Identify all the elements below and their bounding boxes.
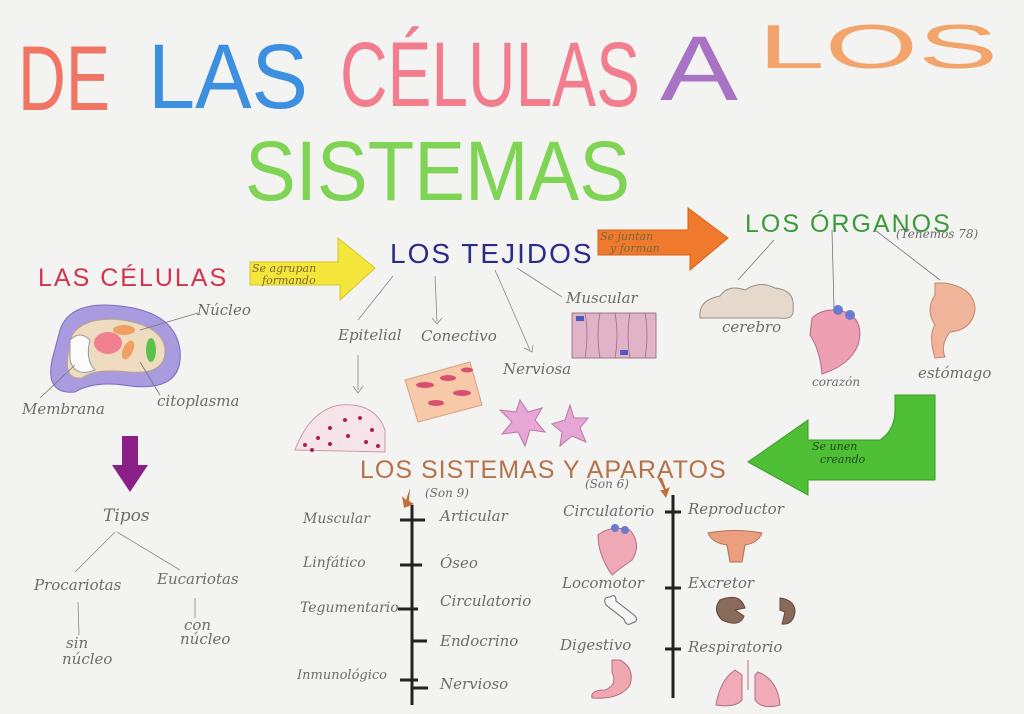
- title-word-sistemas: SISTEMAS: [245, 124, 630, 218]
- tissues-to-organs-text-2: y forman: [610, 242, 660, 255]
- tissues-heading: LOS TEJIDOS: [390, 238, 594, 269]
- system-bone: Óseo: [440, 554, 478, 572]
- cell-types-lines: [74, 531, 196, 636]
- stomach-drawing: [929, 282, 976, 359]
- apparatus-timeline: [665, 495, 681, 698]
- tissue-nervous: Nerviosa: [503, 360, 572, 378]
- green-arrow-icon: [747, 394, 936, 496]
- title-word-celulas: CÉLULAS: [340, 24, 640, 126]
- organ-lines: [737, 229, 941, 309]
- prokaryotes-detail-2: núcleo: [62, 650, 113, 668]
- prokaryotes-detail-1: sin: [66, 634, 89, 652]
- cells-to-tissues-text-1: Se agrupan: [252, 262, 317, 275]
- eukaryotes-detail-2: núcleo: [180, 630, 231, 648]
- apparatus-respiratory: Respiratorio: [688, 638, 783, 656]
- muscle-tissue-drawing: [571, 312, 657, 359]
- eukaryotes-label: Eucariotas: [157, 570, 239, 588]
- apparatus-excretory: Excretor: [688, 574, 755, 592]
- apparatus-circulatory: Circulatorio: [563, 502, 655, 520]
- tissue-muscular: Muscular: [566, 289, 638, 307]
- organ-stomach: estómago: [918, 364, 992, 382]
- system-endocrine: Endocrino: [440, 632, 519, 650]
- organs-to-systems-text-1: Se unen: [812, 440, 858, 453]
- title-word-de: DE: [18, 28, 110, 130]
- organs-note: (Tenemos 78): [896, 227, 979, 241]
- brown-arrows: [402, 478, 670, 508]
- tissue-connective: Conectivo: [421, 327, 497, 345]
- nerve-tissue-drawing: [498, 398, 590, 448]
- tissue-lines: [352, 267, 563, 394]
- tissues-to-organs-text-1: Se juntan: [600, 230, 654, 243]
- cytoplasm-label: citoplasma: [157, 392, 240, 410]
- organ-heart: corazón: [812, 375, 861, 389]
- membrane-label: Membrana: [22, 400, 105, 418]
- systems-timeline: [398, 505, 428, 705]
- poster-title: DE LAS CÉLULAS A LOS SISTEMAS: [18, 13, 998, 218]
- eukaryotes-detail-1: con: [184, 616, 212, 634]
- apparatus-reproductive: Reproductor: [688, 500, 784, 518]
- connective-tissue-drawing: [404, 361, 483, 423]
- organs-heading: LOS ÓRGANOS: [745, 210, 952, 238]
- organ-brain: cerebro: [722, 318, 782, 336]
- title-word-a: A: [660, 18, 739, 120]
- system-lymphatic: Linfático: [303, 555, 366, 571]
- down-arrow-icon: [112, 436, 148, 492]
- organs-to-systems-text-2: creando: [820, 453, 866, 466]
- system-muscular: Muscular: [303, 511, 370, 527]
- stomach-small-drawing: [591, 659, 632, 699]
- nucleus-label: Núcleo: [197, 301, 251, 319]
- tissue-epithelial: Epitelial: [338, 326, 402, 344]
- apparatus-note: (Son 6): [585, 477, 629, 491]
- prokaryotes-label: Procariotas: [34, 576, 122, 594]
- apparatus-digestive: Digestivo: [560, 636, 632, 654]
- systems-note: (Son 9): [425, 486, 469, 500]
- bone-drawing: [604, 595, 638, 625]
- systems-heading: LOS SISTEMAS Y APARATOS: [360, 456, 727, 484]
- cells-heading: LAS CÉLULAS: [38, 264, 229, 292]
- system-articular: Articular: [440, 507, 508, 525]
- cell-drawing: [39, 304, 199, 399]
- title-word-los: LOS: [758, 13, 998, 82]
- yellow-arrow-icon: [249, 236, 376, 302]
- apparatus-heart-drawing: [597, 524, 637, 576]
- epithelial-tissue-drawing: [294, 404, 386, 453]
- types-label: Tipos: [103, 506, 150, 526]
- apparatus-locomotor: Locomotor: [562, 574, 644, 592]
- title-word-las: LAS: [148, 26, 308, 128]
- uterus-drawing: [707, 530, 763, 563]
- system-integumentary: Tegumentario: [300, 600, 399, 616]
- system-nervous: Nervioso: [440, 675, 509, 693]
- system-immune: Inmunológico: [297, 668, 387, 683]
- brain-drawing: [699, 284, 794, 319]
- cells-to-tissues-text-2: formando: [262, 274, 316, 287]
- lungs-drawing: [715, 660, 781, 708]
- orange-arrow-icon: [597, 207, 729, 272]
- kidneys-drawing: [716, 596, 796, 625]
- system-circulatory: Circulatorio: [440, 592, 532, 610]
- heart-drawing: [809, 305, 861, 375]
